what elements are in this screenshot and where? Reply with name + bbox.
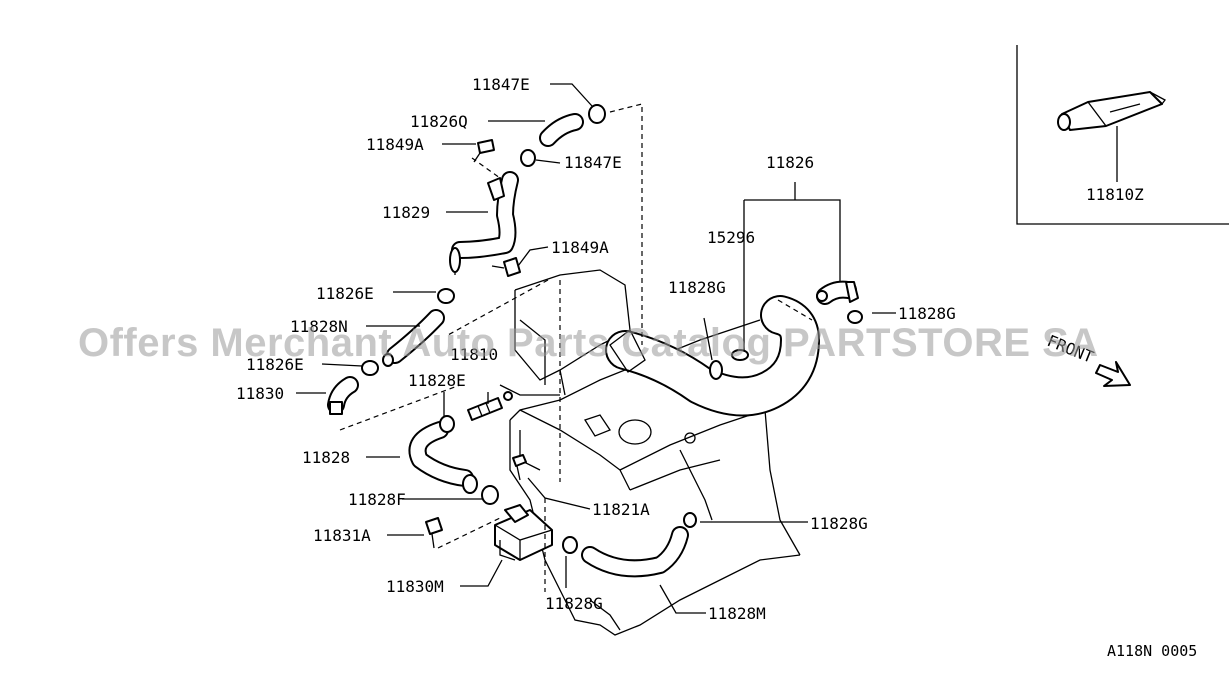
part-11828E-valve [467, 391, 513, 421]
label-11826Q[interactable]: 11826Q [410, 112, 468, 131]
label-11829[interactable]: 11829 [382, 203, 430, 222]
part-11849A-bolt-top [473, 139, 495, 163]
label-11828F[interactable]: 11828F [348, 490, 406, 509]
part-11830-elbow [327, 376, 359, 415]
label-11828M[interactable]: 11828M [708, 604, 766, 623]
label-15296[interactable]: 15296 [707, 228, 755, 247]
part-11821A-bolt [512, 454, 527, 481]
label-11821A[interactable]: 11821A [592, 500, 650, 519]
label-11810Z[interactable]: 11810Z [1086, 185, 1144, 204]
hose-11826-large [605, 295, 820, 417]
hose-11828N [361, 288, 455, 376]
part-11830M-separator [494, 504, 553, 561]
part-11810Z-drawing [1057, 91, 1166, 131]
inset-box-11810Z [1016, 45, 1229, 225]
part-11831A-bolt [425, 517, 443, 549]
hose-11828M [562, 512, 697, 578]
label-11828G-far[interactable]: 11828G [898, 304, 956, 323]
front-arrow-icon [1095, 361, 1131, 387]
label-11826[interactable]: 11826 [766, 153, 814, 172]
part-11829-tube [449, 171, 519, 275]
engine-block-drawing [499, 269, 801, 636]
leader-lines [296, 83, 896, 614]
clamp-11828G-left [709, 310, 863, 380]
label-11826E-top[interactable]: 11826E [316, 284, 374, 303]
label-11826E-low[interactable]: 11826E [246, 355, 304, 374]
label-11810[interactable]: 11810 [450, 345, 498, 364]
label-11828E[interactable]: 11828E [408, 371, 466, 390]
part-11849A-bolt-mid [491, 257, 521, 277]
hose-11828 [408, 415, 499, 505]
assembly-dashed-lines [339, 103, 813, 592]
label-11849A-top[interactable]: 11849A [366, 135, 424, 154]
label-11830[interactable]: 11830 [236, 384, 284, 403]
label-11828[interactable]: 11828 [302, 448, 350, 467]
hose-11826Q [520, 104, 606, 167]
diagram-reference-code: A118N 0005 [1107, 642, 1197, 660]
label-11847E-mid[interactable]: 11847E [564, 153, 622, 172]
label-11828G-left[interactable]: 11828G [668, 278, 726, 297]
label-11828G-right[interactable]: 11828G [810, 514, 868, 533]
watermark-text: Offers Merchant Auto Parts Catalog PARTS… [78, 321, 1099, 365]
label-11830M[interactable]: 11830M [386, 577, 444, 596]
part-labels: 11847E 11826Q 11849A 11847E 11829 11849A… [236, 75, 1144, 623]
label-11828G-bottom[interactable]: 11828G [545, 594, 603, 613]
label-11847E-top[interactable]: 11847E [472, 75, 530, 94]
label-11831A[interactable]: 11831A [313, 526, 371, 545]
label-11849A-mid[interactable]: 11849A [551, 238, 609, 257]
hose-15296 [816, 280, 859, 305]
label-11828N[interactable]: 11828N [290, 317, 348, 336]
